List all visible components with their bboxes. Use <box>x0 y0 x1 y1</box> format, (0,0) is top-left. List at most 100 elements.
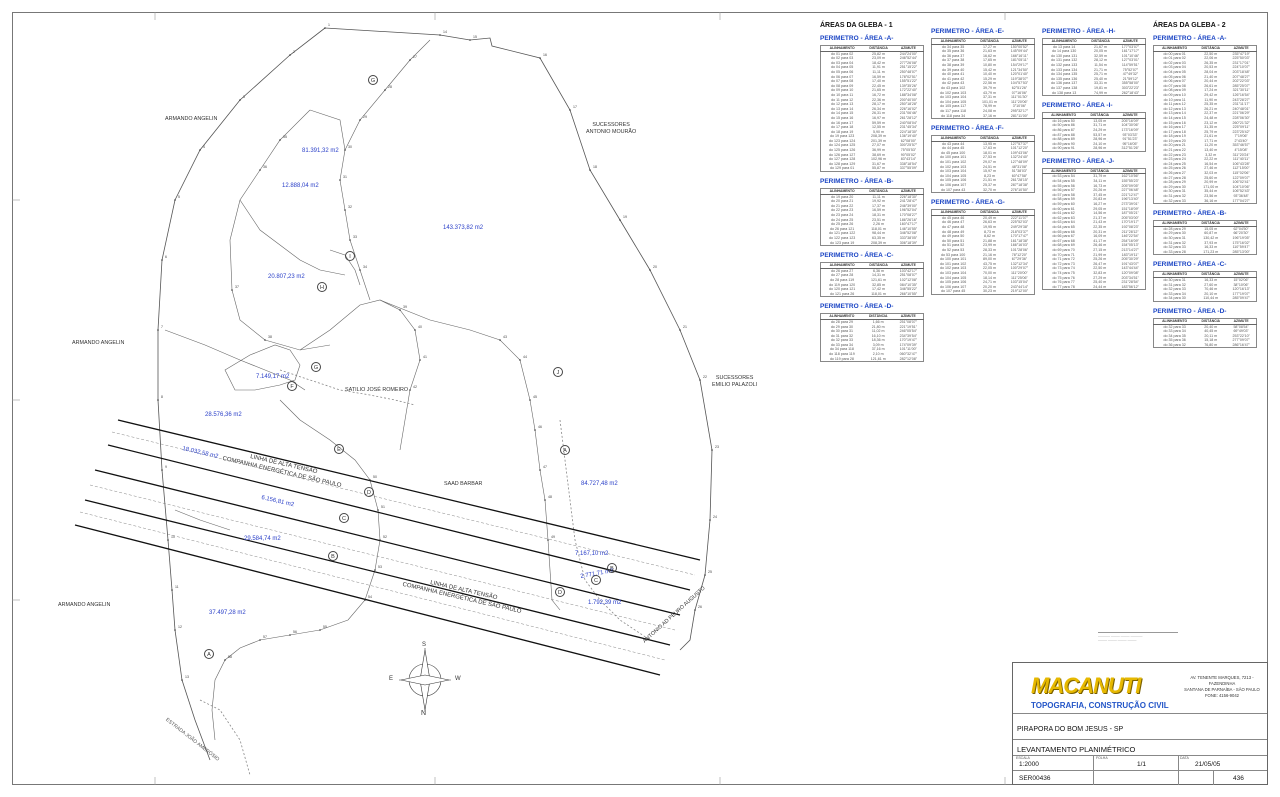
compass-w: W <box>455 676 461 682</box>
table-cell: 24,08 m <box>983 108 997 113</box>
table-cell: 277°09'07" <box>1232 338 1250 343</box>
survey-point-number: 53 <box>378 565 382 569</box>
table-cell: do 68 para 69 <box>1052 243 1075 248</box>
table-cell: 16,73 m <box>1093 183 1107 188</box>
table-cell: 15°02'06" <box>1233 277 1249 282</box>
area-12888: 12.888,04 m2 <box>282 183 319 189</box>
table-cell: 25,82 m <box>872 51 886 56</box>
table-cell: 240°08'04" <box>899 120 918 125</box>
survey-point-number: 4 <box>203 145 205 149</box>
table-cell: 20,83 m <box>1093 197 1107 202</box>
parcel-letter-j: J <box>553 367 563 377</box>
table-cell: 171,23 m <box>1203 249 1219 254</box>
owner-armando-3: ARMANDO ANGELIN <box>58 602 111 608</box>
table-cell: do 19 para 20 <box>831 194 854 199</box>
table-cell: 121°34'50" <box>1010 67 1029 72</box>
perimeter-title: PERIMETRO - ÁREA -B- <box>1153 210 1227 218</box>
survey-point-number: 30 <box>348 145 352 149</box>
table-cell: 25,35 m <box>1204 102 1218 107</box>
column-header: AZIMUTE <box>1004 209 1035 216</box>
table-cell: 78,99 m <box>983 104 997 109</box>
table-cell: 22,37 m <box>1204 111 1218 116</box>
table-cell: do 31 para 32 <box>1163 282 1186 287</box>
table-cell: 11,11 m <box>872 194 885 199</box>
table-cell: 10,80 m <box>983 62 997 67</box>
table-cell: 213°14'27" <box>1121 247 1139 252</box>
table-cell: do 127 para 128 <box>829 157 856 162</box>
table-cell: 19,95 m <box>983 225 997 229</box>
table-cell: do 37 para 38 <box>942 58 965 63</box>
table-cell: 321°30'11" <box>1232 88 1250 93</box>
table-cell: 13,05 m <box>1093 118 1107 123</box>
table-cell: do 30 para 31 <box>1163 189 1186 194</box>
area-28576: 28.576,36 m2 <box>205 412 242 418</box>
table-cell: 211°28'12" <box>1121 229 1139 234</box>
table-cell: do 122 para 123 <box>829 235 856 240</box>
table-cell: 22,50 m <box>1204 51 1218 56</box>
table-cell: 17,42 m <box>872 287 886 292</box>
table-cell: 146°10'55" <box>899 226 918 231</box>
survey-point <box>359 119 361 121</box>
table-cell: do 36 para 32 <box>1163 342 1186 347</box>
table-cell: 120°16'13" <box>1232 287 1250 292</box>
survey-point <box>157 399 159 401</box>
table-cell: do 14 para 130 <box>1052 49 1077 54</box>
table-cell: 16,10 m <box>871 333 885 338</box>
parcel-letter-d: D <box>555 587 565 597</box>
survey-point <box>181 679 183 681</box>
table-cell: 7°19'06" <box>1234 134 1248 139</box>
perimeter-title: PERIMETRO - ÁREA -G- <box>931 199 1005 207</box>
table-cell: 262°18'43" <box>1121 90 1140 95</box>
table-cell: 170°08'27" <box>899 213 918 217</box>
survey-point <box>711 449 713 451</box>
survey-point-number: 20 <box>653 265 657 269</box>
scale-value: 1:2000 <box>1019 761 1039 768</box>
table-cell: do 05 para 06 <box>831 69 854 74</box>
table-cell: 16,72 m <box>872 92 886 97</box>
table-cell: do 137 para 138 <box>1051 85 1078 90</box>
table-cell: 21,51 m <box>983 178 997 183</box>
table-cell: 172°22'40" <box>899 88 918 93</box>
table-cell: 205°30'29" <box>1121 257 1139 262</box>
table-cell: do 18 para 19 <box>1163 134 1186 139</box>
survey-point <box>344 149 346 151</box>
table-cell: do 128 para 129 <box>829 161 856 166</box>
table-cell: 8,73 m <box>984 229 996 234</box>
survey-point <box>409 59 411 61</box>
table-cell: 106°52'43" <box>1232 189 1250 194</box>
table-cell: do 104 para 105 <box>940 99 967 104</box>
table-cell: 241°28'47" <box>899 199 918 204</box>
table-cell: 32,83 m <box>1093 270 1107 275</box>
table-cell: do 13 para 14 <box>1053 44 1076 49</box>
table-cell: do 30 para 31 <box>1163 277 1186 282</box>
table-cell: do 104 para 105 <box>940 173 967 178</box>
table-cell: do 102 para 103 <box>940 164 967 169</box>
table-cell: 3,32 m <box>1205 152 1217 157</box>
area-1792: 1.792,39 m2 <box>588 600 622 606</box>
survey-point <box>344 209 346 211</box>
table-cell: 15,29 m <box>983 76 997 81</box>
